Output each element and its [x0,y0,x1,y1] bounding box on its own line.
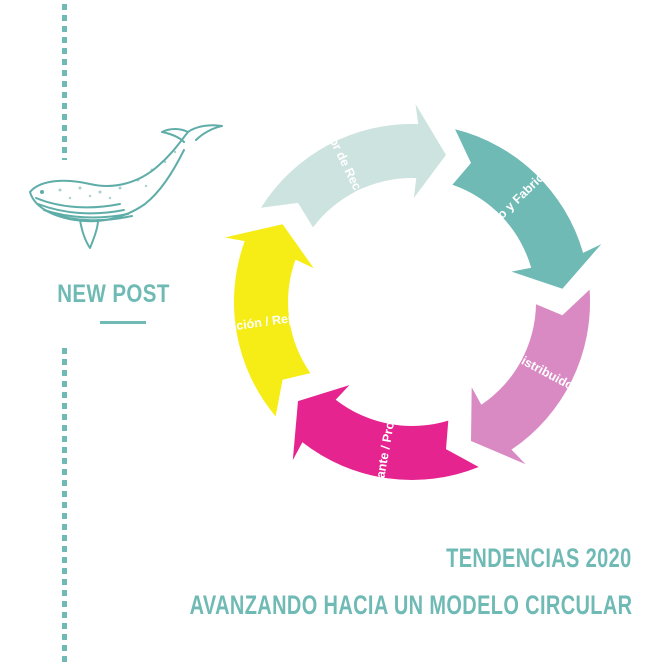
headline-line-1: TENDENCIAS 2020 [446,543,632,573]
cycle-arrow-reuse-repair [224,224,314,417]
cycle-arrow-design-manufacturing [452,129,602,289]
dotted-divider-bottom [62,348,67,666]
new-post-badge: NEW POST [57,280,170,308]
cycle-arrow-distributor [471,289,591,465]
dotted-divider-top [62,4,67,160]
headline-line-2: AVANZANDO HACIA UN MODELO CIRCULAR [189,590,632,620]
cycle-arrow-restaurant-owner [292,385,479,480]
new-post-underline [100,321,146,324]
whale-icon [29,124,223,249]
cycle-arrow-recycling-sector [261,104,446,228]
